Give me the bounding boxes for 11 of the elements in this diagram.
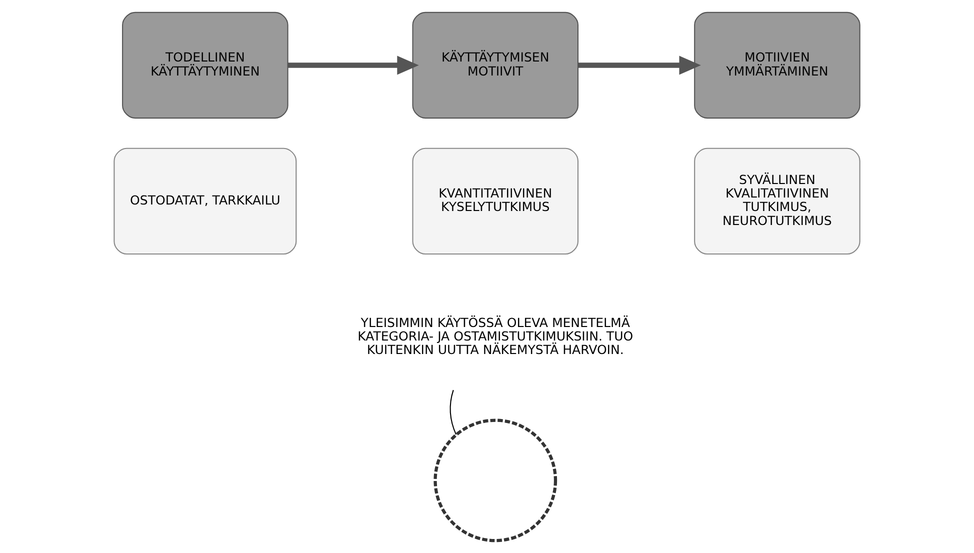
node-box: KÄYTTÄYTYMISEN MOTIIVIT — [412, 12, 578, 119]
node-box: OSTODATAT, TARKKAILU — [114, 148, 297, 255]
connector — [450, 390, 457, 435]
arrow — [578, 56, 701, 75]
node-box: SYVÄLLINEN KVALITATIIVINEN TUTKIMUS, NEUROTUTKIMUS — [694, 148, 860, 255]
node-box: TODELLINEN KÄYTTÄYTYMINEN — [122, 12, 288, 119]
arrow — [288, 56, 419, 75]
node-circle — [434, 418, 558, 542]
node-box: KVANTITATIIVINEN KYSELYTUTKIMUS — [412, 148, 578, 255]
node-box: MOTIIVIEN YMMÄRTÄMINEN — [694, 12, 860, 119]
node-text: YLEISIMMIN KÄYTÖSSÄ OLEVA MENETELMÄ KATEGORIA- JA OSTAMISTUTKIMUKSIIN. TUO KUITENKIN UUTTA NÄKEMYSTÄ HARVOIN. — [358, 314, 634, 357]
